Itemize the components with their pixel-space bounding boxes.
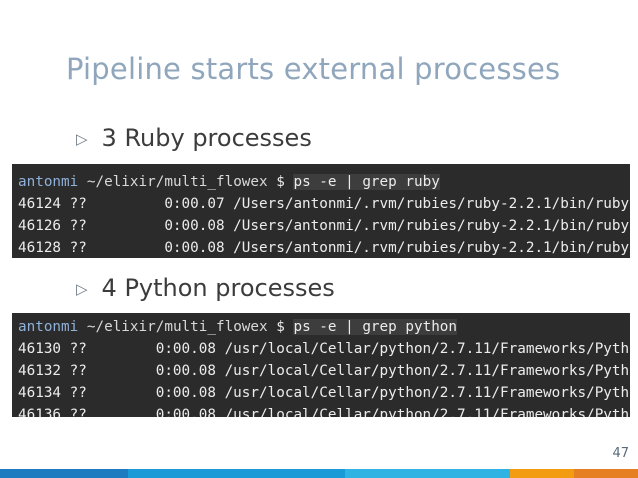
- terminal-command: ps -e | grep ruby: [293, 174, 440, 190]
- process-row: 46136 ?? 0:00.08 /usr/local/Cellar/pytho…: [18, 407, 630, 417]
- bullet-ruby: ▷ 3 Ruby processes: [76, 124, 312, 152]
- terminal-prompt-line: antonmi ~/elixir/multi_flowex $ ps -e | …: [18, 316, 630, 338]
- terminal-command: ps -e | grep python: [293, 319, 458, 335]
- process-row: 46132 ?? 0:00.08 /usr/local/Cellar/pytho…: [18, 363, 630, 379]
- process-row: 46128 ?? 0:00.08 /Users/antonmi/.rvm/rub…: [18, 240, 630, 256]
- triangle-bullet-icon: ▷: [76, 130, 88, 148]
- footer-bar-segment: [127, 469, 345, 478]
- slide-title: Pipeline starts external processes: [66, 52, 561, 86]
- terminal-prompt-line: antonmi ~/elixir/multi_flowex $ ps -e | …: [18, 171, 630, 193]
- process-row: 46124 ?? 0:00.07 /Users/antonmi/.rvm/rub…: [18, 196, 630, 212]
- prompt-path: ~/elixir/multi_flowex: [78, 319, 268, 335]
- process-row: 46126 ?? 0:00.08 /Users/antonmi/.rvm/rub…: [18, 218, 630, 234]
- process-row: 46134 ?? 0:00.08 /usr/local/Cellar/pytho…: [18, 385, 630, 401]
- bullet-ruby-text: 3 Ruby processes: [101, 124, 312, 152]
- bullet-python: ▷ 4 Python processes: [76, 274, 335, 302]
- prompt-path: ~/elixir/multi_flowex: [78, 174, 268, 190]
- bullet-python-text: 4 Python processes: [101, 274, 335, 302]
- terminal-ruby: antonmi ~/elixir/multi_flowex $ ps -e | …: [12, 164, 630, 258]
- prompt-symbol: $: [267, 174, 294, 190]
- footer-bar-segment: [344, 469, 511, 478]
- page-number: 47: [612, 446, 629, 461]
- process-row: 46130 ?? 0:00.08 /usr/local/Cellar/pytho…: [18, 341, 630, 357]
- prompt-user: antonmi: [18, 174, 79, 190]
- footer-bar-segment: [510, 469, 575, 478]
- prompt-symbol: $: [267, 319, 294, 335]
- prompt-user: antonmi: [18, 319, 79, 335]
- terminal-python: antonmi ~/elixir/multi_flowex $ ps -e | …: [12, 313, 630, 417]
- footer-color-bar: [0, 469, 638, 478]
- footer-bar-segment: [0, 469, 128, 478]
- footer-bar-segment: [574, 469, 638, 478]
- triangle-bullet-icon: ▷: [76, 280, 88, 298]
